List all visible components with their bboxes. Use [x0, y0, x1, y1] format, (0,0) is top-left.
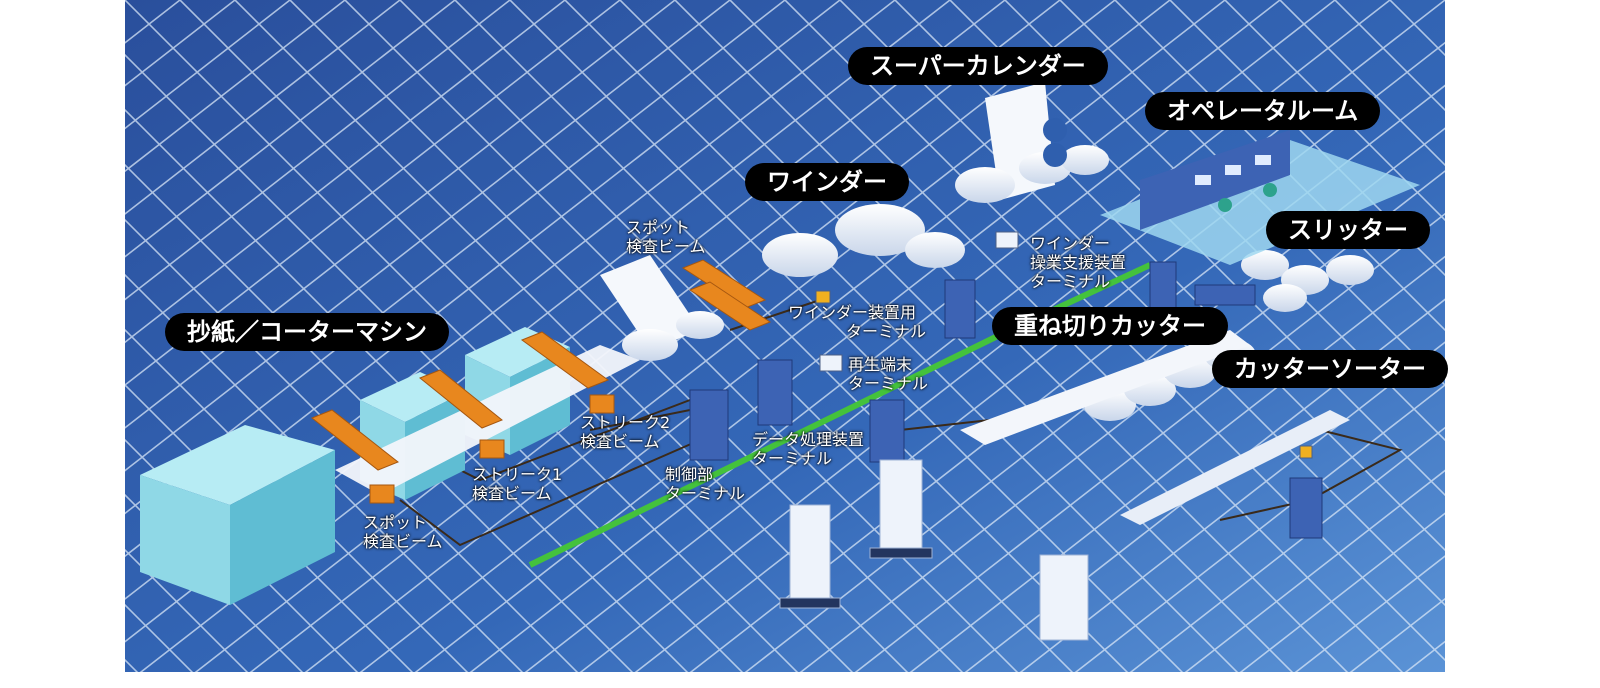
title-winder: ワインダー: [745, 163, 909, 201]
caption-spot-beam-top: スポット 検査ビーム: [626, 218, 706, 256]
title-overlap-cutter: 重ね切りカッター: [992, 307, 1228, 345]
pc-terminals: [815, 231, 1313, 459]
caption-playback-terminal: 再生端末 ターミナル: [848, 355, 929, 393]
title-supercalender: スーパーカレンダー: [848, 47, 1108, 85]
caption-data-processing-terminal: データ処理装置 ターミナル: [752, 430, 865, 468]
title-cutter-sorter: カッターソーター: [1212, 350, 1448, 388]
operator-room: [1100, 130, 1420, 265]
title-paper-coater-machine: 抄紙／コーターマシン: [165, 313, 449, 351]
server-racks: [779, 459, 1089, 641]
paper-machine-box: [140, 425, 335, 605]
caption-spot-beam-bottom: スポット 検査ビーム: [363, 513, 443, 551]
terminal-cabinets: [689, 261, 1323, 539]
roll-stack-calender: [955, 82, 1109, 203]
caption-streak2-beam: ストリーク2 検査ビーム: [580, 413, 671, 451]
title-operator-room: オペレータルーム: [1145, 92, 1381, 130]
roll-stack-coater: [600, 255, 724, 361]
sorter-sheet-line: [1120, 410, 1350, 525]
cutter-sheet-line: [960, 330, 1250, 445]
title-slitter: スリッター: [1266, 211, 1430, 249]
caption-winder-support-terminal: ワインダー 操業支援装置 ターミナル: [1030, 234, 1127, 291]
caption-winder-device-terminal: ワインダー装置用 ターミナル: [788, 303, 927, 341]
inspection-beams: [311, 259, 772, 504]
slitter-rolls: [1241, 250, 1374, 312]
caption-control-terminal: 制御部 ターミナル: [665, 465, 746, 503]
roll-stack-winder: [762, 204, 965, 277]
caption-streak1-beam: ストリーク1 検査ビーム: [472, 465, 563, 503]
